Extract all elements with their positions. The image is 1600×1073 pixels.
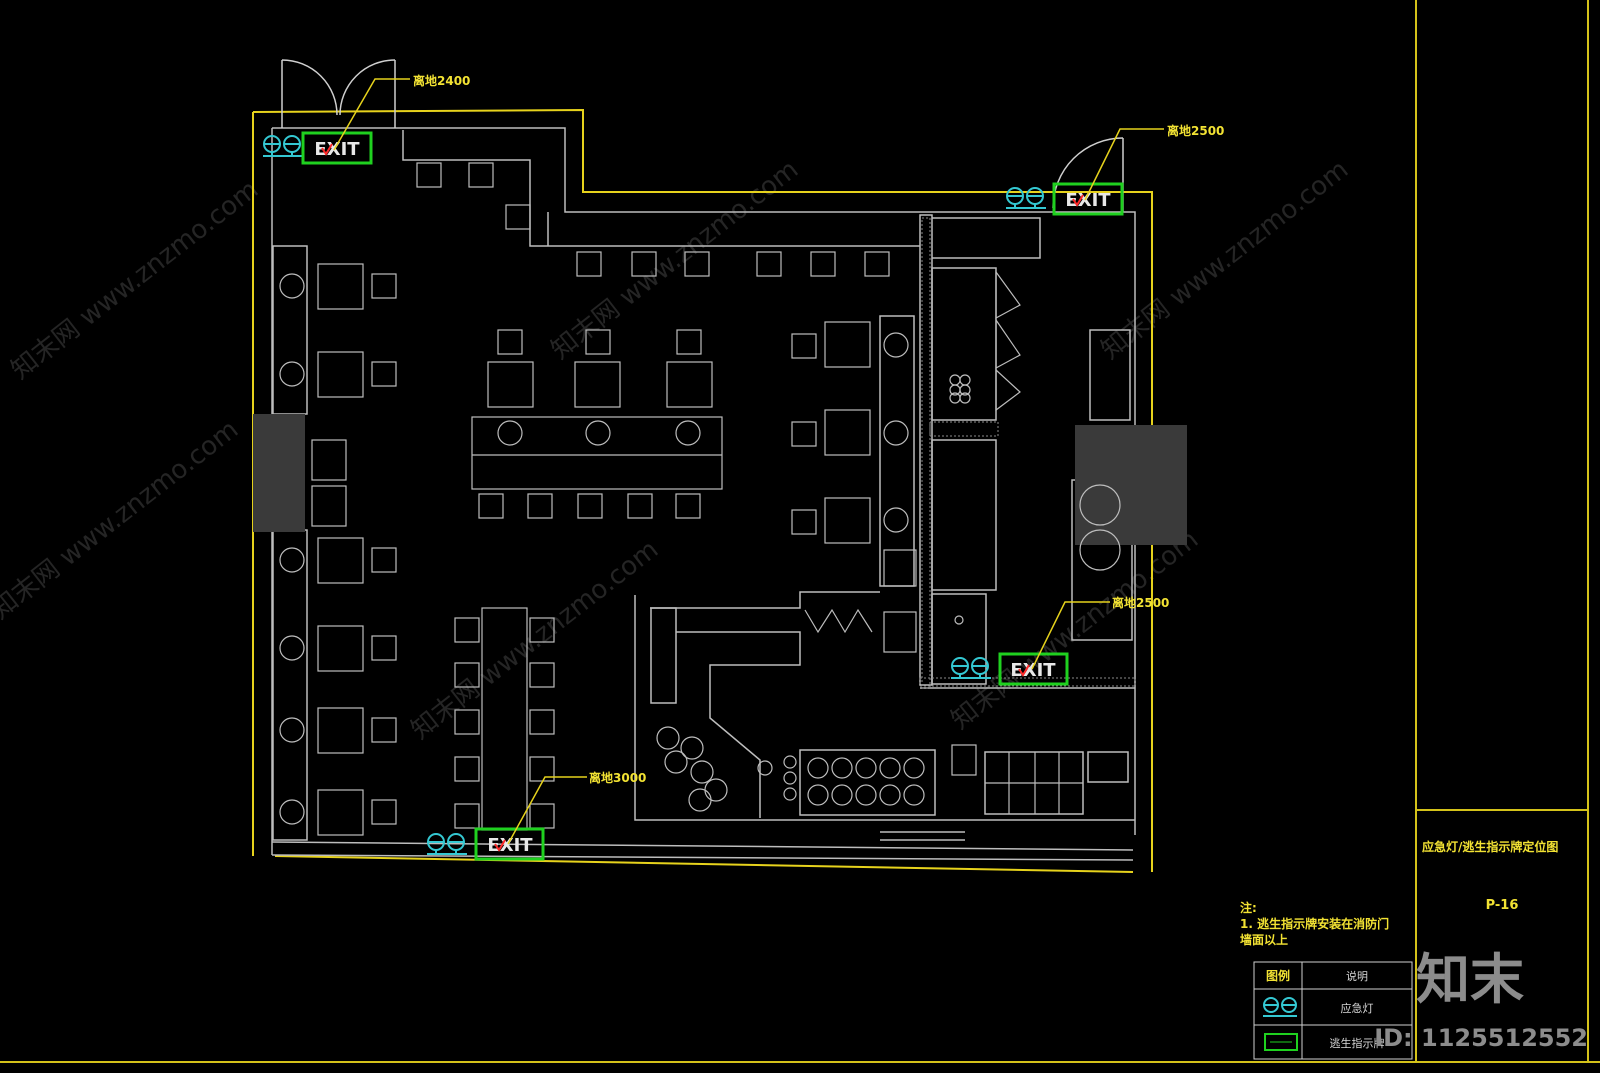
image-id: ID: 1125512552 <box>1374 1024 1588 1052</box>
title-block: 应急灯/逃生指示牌定位图 P-16 <box>1422 839 1558 913</box>
drawing-title: 应急灯/逃生指示牌定位图 <box>1422 839 1558 854</box>
height-note: 离地2400 <box>413 73 470 88</box>
drawing-number: P-16 <box>1486 898 1519 913</box>
column-right <box>1075 425 1187 545</box>
emergency-lights <box>263 135 1046 855</box>
emergency-light-icon <box>951 657 991 679</box>
column-left <box>253 414 305 532</box>
legend-desc-emergency-light: 应急灯 <box>1341 1001 1374 1015</box>
exit-sign-text: EXIT <box>314 139 360 160</box>
height-note: 离地2500 <box>1167 123 1224 138</box>
height-note: 离地2500 <box>1112 595 1169 610</box>
notes-heading: 注: <box>1240 900 1257 915</box>
legend-table: 图例 说明 应急灯 逃生指示牌 <box>1253 961 1413 1060</box>
notes-line-1: 1. 逃生指示牌安装在消防门 <box>1240 916 1389 931</box>
emergency-light-icon <box>1006 187 1046 209</box>
notes: 注: 1. 逃生指示牌安装在消防门 墙面以上 <box>1240 900 1389 947</box>
brand-watermark: 知末 ID: 1125512552 <box>1374 948 1588 1052</box>
exit-sign-text: EXIT <box>487 835 533 856</box>
emergency-light-icon <box>1263 997 1297 1017</box>
kitchen-dotted <box>919 217 1136 689</box>
notes-line-2: 墙面以上 <box>1240 932 1288 947</box>
exit-sign-text: EXIT <box>1010 660 1056 681</box>
brand-logo-text: 知末 <box>1416 948 1524 1011</box>
exit-sign-3: EXIT 离地2500 <box>998 595 1169 686</box>
height-note: 离地3000 <box>589 770 646 785</box>
legend-header-symbol: 图例 <box>1266 968 1290 983</box>
legend-header-desc: 说明 <box>1346 969 1368 983</box>
furniture <box>279 162 1121 836</box>
legend-desc-exit-sign: 逃生指示牌 <box>1330 1036 1385 1050</box>
emergency-light-icon <box>263 135 303 157</box>
exit-sign-1: EXIT 离地2400 <box>301 73 470 165</box>
emergency-light-icon <box>427 833 467 855</box>
exit-sign-icon <box>1264 1033 1298 1051</box>
exit-sign-2: EXIT 离地2500 <box>1052 123 1224 216</box>
exit-sign-4: EXIT 离地3000 <box>474 770 646 861</box>
